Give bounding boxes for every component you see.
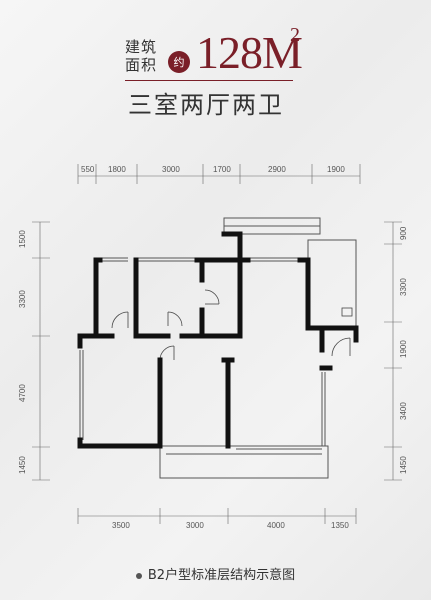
dim-right-3: 3400	[399, 402, 408, 420]
area-unit-superscript: 2	[290, 24, 300, 46]
dim-right-2: 1900	[399, 340, 408, 358]
walls	[77, 231, 359, 449]
dim-left-3: 1450	[18, 456, 27, 474]
dimension-lines	[32, 164, 402, 524]
approx-badge: 约	[168, 51, 190, 73]
dim-left-2: 4700	[18, 384, 27, 402]
door-swings	[111, 289, 353, 361]
dim-right-0: 900	[399, 226, 408, 240]
dimension-labels: 550 1800 3000 1700 2900 1900 3500 3000 4…	[18, 165, 408, 530]
dim-top-0: 550	[81, 165, 95, 174]
window-outlines	[79, 217, 357, 479]
dim-bottom-0: 3500	[112, 521, 130, 530]
area-label-line2: 面积	[125, 56, 158, 74]
dim-bottom-2: 4000	[267, 521, 285, 530]
caption: B2户型标准层结构示意图	[0, 564, 431, 583]
dim-top-2: 3000	[162, 165, 180, 174]
caption-text: B2户型标准层结构示意图	[147, 568, 296, 583]
dim-right-4: 1450	[399, 456, 408, 474]
area-value: 128M	[196, 27, 303, 78]
dim-top-1: 1800	[108, 165, 126, 174]
bullet-icon	[135, 572, 142, 579]
header: 建筑 面积 约 128M 2 三室两厅两卫	[0, 0, 431, 130]
layout-title: 三室两厅两卫	[128, 91, 284, 119]
dim-top-4: 2900	[268, 165, 286, 174]
floor-plan: 550 1800 3000 1700 2900 1900 3500 3000 4…	[18, 164, 408, 530]
dim-left-0: 1500	[18, 230, 27, 248]
area-label: 建筑 面积	[125, 38, 169, 74]
area-label-line1: 建筑	[125, 38, 158, 56]
dim-right-1: 3300	[399, 278, 408, 296]
dim-top-3: 1700	[213, 165, 231, 174]
title-divider	[125, 80, 293, 81]
dim-top-5: 1900	[327, 165, 345, 174]
dim-bottom-3: 1350	[331, 521, 349, 530]
dim-left-1: 3300	[18, 290, 27, 308]
dim-bottom-1: 3000	[186, 521, 204, 530]
